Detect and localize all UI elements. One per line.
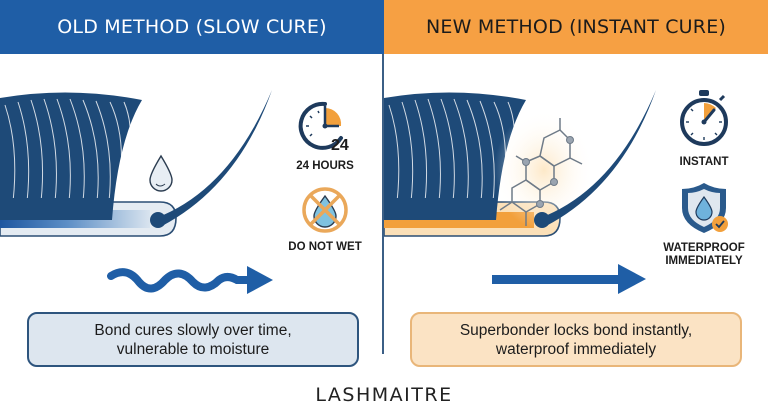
wavy-arrow-icon: [107, 266, 273, 294]
waterproof-label: WATERPROOF IMMEDIATELY: [654, 242, 754, 268]
old-method-panel: OLD METHOD (SLOW CURE): [0, 0, 384, 367]
stopwatch-icon: [680, 90, 728, 146]
svg-text:24: 24: [331, 137, 349, 154]
old-method-caption-box: Bond cures slowly over time, vulnerable …: [27, 312, 359, 367]
old-caption-line2: vulnerable to moisture: [116, 340, 270, 358]
waterproof-label-line1: WATERPROOF: [663, 242, 745, 254]
straight-arrow-icon: [492, 264, 646, 294]
new-method-header: NEW METHOD (INSTANT CURE): [384, 0, 768, 54]
waterproof-shield-block: WATERPROOF IMMEDIATELY: [654, 180, 754, 268]
new-caption-line2: waterproof immediately: [495, 340, 657, 358]
old-caption-line1: Bond cures slowly over time,: [94, 321, 292, 339]
clock-24-hours-block: 24 24 HOURS: [275, 94, 375, 173]
new-method-panel: NEW METHOD (INSTANT CURE): [384, 0, 768, 367]
new-caption-line1: Superbonder locks bond instantly,: [459, 321, 693, 339]
waterproof-shield-icon: [682, 183, 728, 233]
old-method-header: OLD METHOD (SLOW CURE): [0, 0, 384, 54]
lash-extension-slow-cure-illustration: [0, 90, 272, 237]
waterproof-label-line2: IMMEDIATELY: [665, 255, 743, 267]
brand-logo-text: LASHMAITRE: [315, 384, 453, 406]
no-water-icon: [302, 187, 348, 233]
no-water-block: DO NOT WET: [275, 185, 375, 254]
panel-divider: [382, 54, 384, 354]
clock-24-hours-icon: 24: [298, 101, 349, 154]
stopwatch-block: INSTANT: [654, 86, 754, 169]
lash-extension-instant-cure-illustration: [384, 90, 656, 237]
new-method-caption-box: Superbonder locks bond instantly, waterp…: [410, 312, 742, 367]
stopwatch-label: INSTANT: [679, 156, 729, 168]
clock-label: 24 HOURS: [296, 160, 354, 172]
no-water-label: DO NOT WET: [288, 241, 362, 253]
